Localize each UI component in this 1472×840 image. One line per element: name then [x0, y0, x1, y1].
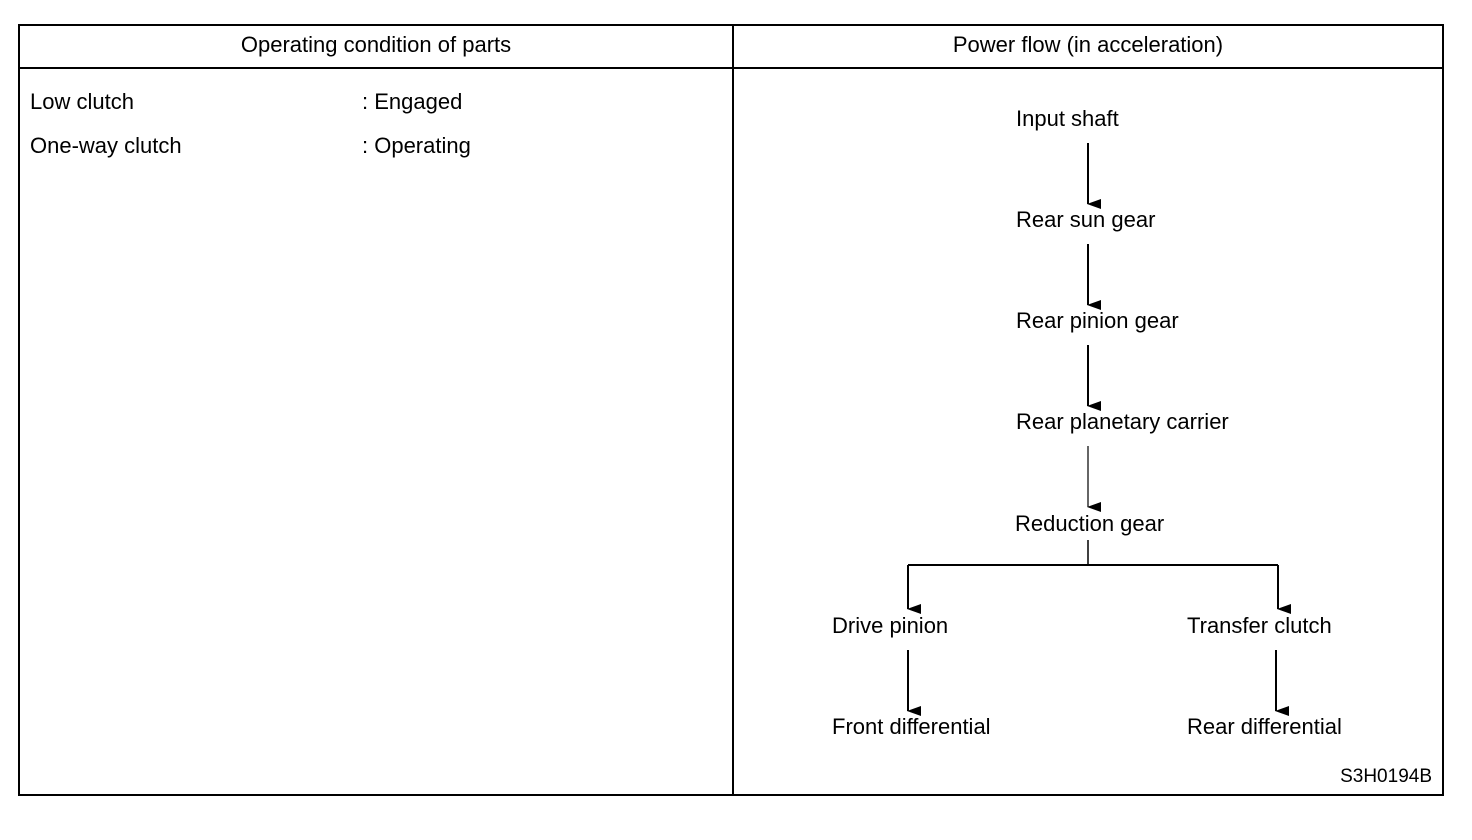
node-transfer-clutch: Transfer clutch [1187, 613, 1332, 638]
header-operating-condition: Operating condition of parts [240, 32, 512, 57]
node-drive-pinion: Drive pinion [832, 613, 949, 638]
condition-state: : Engaged [362, 89, 463, 114]
header-power-flow: Power flow (in acceleration) [952, 32, 1224, 57]
condition-part: Low clutch [30, 89, 134, 114]
node-rear-sun-gear: Rear sun gear [1016, 207, 1156, 232]
condition-part: One-way clutch [30, 133, 182, 158]
node-rear-differential: Rear differential [1187, 714, 1342, 739]
column-divider [732, 26, 734, 794]
node-rear-planetary-carrier: Rear planetary carrier [1016, 409, 1229, 434]
node-input-shaft: Input shaft [1016, 106, 1119, 131]
condition-row: One-way clutch : Operating [30, 131, 710, 161]
node-rear-pinion-gear: Rear pinion gear [1016, 308, 1179, 333]
header-divider [20, 67, 1442, 69]
figure-table: Operating condition of parts Power flow … [18, 24, 1444, 796]
flow-connectors [907, 143, 1291, 716]
figure-code: S3H0194B [1340, 766, 1432, 787]
condition-row: Low clutch : Engaged [30, 87, 710, 117]
node-reduction-gear: Reduction gear [1015, 511, 1165, 536]
node-front-differential: Front differential [832, 714, 991, 739]
condition-state: : Operating [362, 133, 471, 158]
